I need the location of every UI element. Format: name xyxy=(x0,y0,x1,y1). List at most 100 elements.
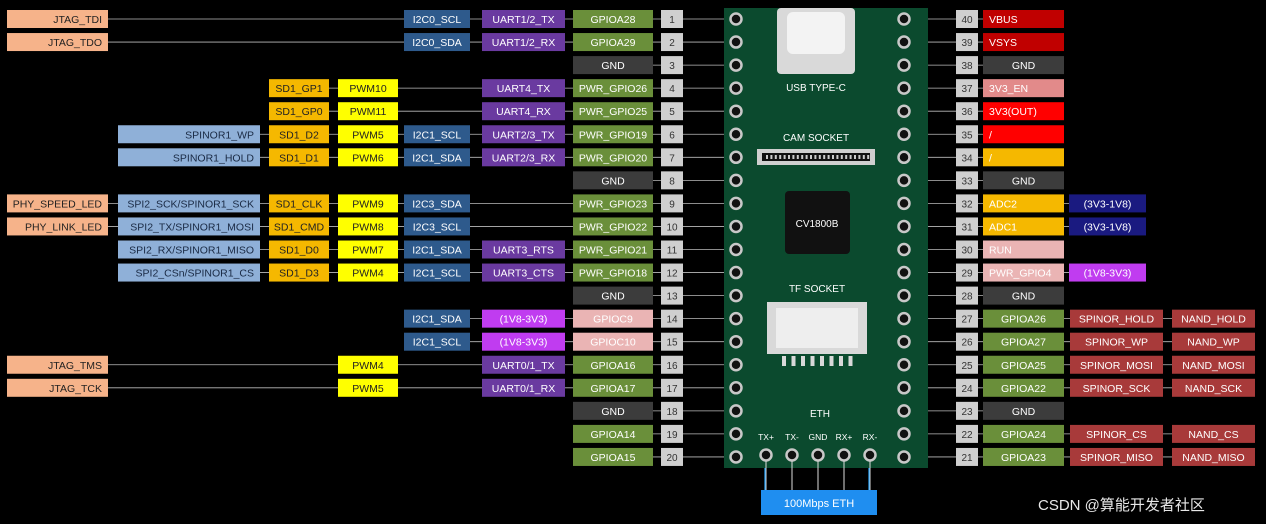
pin-hole xyxy=(897,381,911,395)
pin-number-box xyxy=(956,10,978,28)
pin-number-box xyxy=(661,194,683,213)
pin-label-box xyxy=(983,309,1064,328)
pin-label: I2C0_SCL xyxy=(413,14,462,26)
pin-number-box xyxy=(956,125,978,144)
pin-label-box xyxy=(573,240,653,259)
cam-pin xyxy=(788,155,790,159)
pin-label-box xyxy=(118,148,260,167)
pin-hole xyxy=(729,334,743,349)
pin-label-box xyxy=(573,33,653,52)
pin-number: 26 xyxy=(961,338,973,349)
cam-pin xyxy=(810,155,812,159)
pin-label: PWR_GPIO22 xyxy=(579,221,647,233)
pin-label-box xyxy=(983,10,1064,28)
pin-number-box xyxy=(956,171,978,190)
cam-pin xyxy=(840,155,843,159)
pin-label: SPINOR_HOLD xyxy=(1079,314,1155,326)
pin-label-box xyxy=(118,240,260,259)
pin-hole xyxy=(897,358,911,372)
cam-pin xyxy=(836,155,839,159)
pin-label-box xyxy=(573,286,653,305)
pin-label: GPIOA17 xyxy=(591,383,636,395)
pin-label: GPIOA25 xyxy=(1001,360,1046,372)
cam-pin xyxy=(862,155,865,159)
pin-label: NAND_MISO xyxy=(1182,452,1244,464)
pin-label-box xyxy=(404,332,470,351)
pin-number-box xyxy=(956,355,978,374)
pin-label-box xyxy=(983,355,1064,374)
tf-pin xyxy=(801,356,805,366)
pin-label: PWR_GPIO23 xyxy=(579,198,647,210)
pin-label: PWR_GPIO25 xyxy=(579,106,647,118)
pin-label-box xyxy=(7,10,108,28)
pin-number-box xyxy=(956,56,978,75)
pin-label: PWM9 xyxy=(352,198,384,210)
pin-label: GPIOA22 xyxy=(1001,383,1046,395)
pin-number: 29 xyxy=(961,269,973,280)
pin-number: 32 xyxy=(961,199,973,210)
pin-label: SPI2_CSn/SPINOR1_CS xyxy=(136,268,254,280)
pin-label: SPINOR1_HOLD xyxy=(173,152,255,164)
pin-hole xyxy=(729,381,743,395)
eth-box-label: 100Mbps ETH xyxy=(784,498,854,510)
cam-pin xyxy=(823,155,826,159)
pin-number: 5 xyxy=(669,107,675,118)
pin-label-box xyxy=(7,355,108,374)
cam-pin xyxy=(854,155,856,159)
pin-number-box xyxy=(661,355,683,374)
cam-pin xyxy=(796,155,799,159)
pin-label-box xyxy=(1172,309,1255,328)
pin-label-box xyxy=(1070,332,1163,351)
pin-label: GND xyxy=(601,406,625,418)
pin-label-box xyxy=(118,125,260,144)
pin-label-box xyxy=(573,171,653,190)
pin-number: 18 xyxy=(666,407,678,418)
pin-label-box xyxy=(983,125,1064,144)
pin-number-box xyxy=(661,148,683,167)
pin-number-box xyxy=(661,401,683,420)
pin-number: 21 xyxy=(961,453,973,464)
cam-pin xyxy=(845,155,848,159)
pin-label: SPI2_SCK/SPINOR1_SCK xyxy=(127,198,254,210)
pin-label: VSYS xyxy=(989,37,1017,49)
pin-label-box xyxy=(573,125,653,144)
pin-label-box xyxy=(482,79,565,98)
pin-label: SD1_D0 xyxy=(279,245,319,257)
pin-label-box xyxy=(7,217,108,236)
pin-label: SPINOR_SCK xyxy=(1083,383,1151,395)
pin-label-box xyxy=(1172,447,1255,466)
pin-label-box xyxy=(338,263,398,282)
pin-hole xyxy=(729,173,743,188)
pin-label-box xyxy=(983,148,1064,167)
pin-hole xyxy=(897,196,911,211)
pin-hole xyxy=(897,104,911,118)
pin-number: 2 xyxy=(669,38,675,49)
pin-label: SD1_D3 xyxy=(279,268,319,280)
pin-label-box xyxy=(118,194,260,213)
pin-label-box xyxy=(482,125,565,144)
pin-number: 16 xyxy=(666,361,678,372)
pin-number: 30 xyxy=(961,246,973,257)
cam-pin xyxy=(858,155,861,159)
pin-number: 24 xyxy=(961,384,973,395)
cam-pin xyxy=(832,155,834,159)
tf-label: TF SOCKET xyxy=(789,284,845,295)
cam-label: CAM SOCKET xyxy=(783,133,849,144)
pin-label: JTAG_TMS xyxy=(48,360,102,372)
pin-number: 1 xyxy=(669,15,675,26)
pin-label: (1V8-3V3) xyxy=(1084,268,1132,280)
pin-label: 3V3_EN xyxy=(989,83,1028,95)
pin-label-box xyxy=(269,263,329,282)
pin-hole xyxy=(897,150,911,165)
pin-label-box xyxy=(573,56,653,75)
pin-label-box xyxy=(573,148,653,167)
pin-label: PWR_GPIO4 xyxy=(989,268,1052,280)
pin-label-box xyxy=(482,10,565,28)
cam-pin xyxy=(779,155,782,159)
pin-label-box xyxy=(573,102,653,121)
pin-number: 19 xyxy=(666,430,678,441)
pin-label: I2C0_SDA xyxy=(412,37,462,49)
cam-pin xyxy=(849,155,852,159)
pin-label-box xyxy=(482,263,565,282)
pin-hole xyxy=(729,427,743,441)
